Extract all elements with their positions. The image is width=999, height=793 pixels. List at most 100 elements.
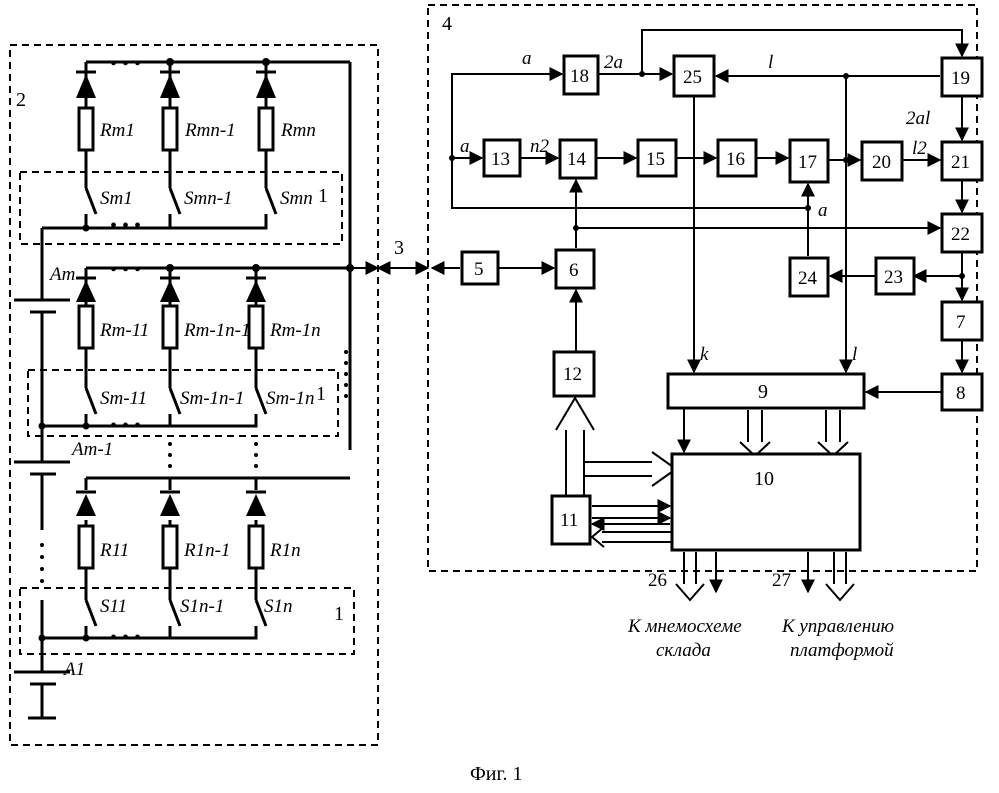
svg-text:7: 7 xyxy=(956,312,966,333)
block-25: 25 xyxy=(674,56,714,96)
resistor-label: R1n-1 xyxy=(183,540,230,561)
signal-2al: 2al xyxy=(906,108,930,129)
block-7: 7 xyxy=(942,302,982,340)
signal-2a: 2a xyxy=(604,52,623,73)
output-26-number: 26 xyxy=(648,570,667,591)
block-15: 15 xyxy=(638,140,676,176)
grid-label: 2 xyxy=(16,89,26,111)
figure-caption: Фиг. 1 xyxy=(470,763,522,785)
block-21: 21 xyxy=(942,142,982,180)
block-13: 13 xyxy=(484,140,520,176)
svg-text:19: 19 xyxy=(951,68,970,89)
signal-l-right: l xyxy=(852,344,857,365)
battery-1 xyxy=(14,672,70,718)
svg-text:9: 9 xyxy=(758,381,768,403)
svg-text:5: 5 xyxy=(474,259,484,280)
ellipsis: • • • xyxy=(110,53,141,75)
switch-group-label-m1: 1 xyxy=(316,383,326,405)
block-11: 11 xyxy=(552,496,590,544)
svg-text:13: 13 xyxy=(491,149,510,170)
resistor-label: Rmn-1 xyxy=(184,120,236,141)
diode-icon xyxy=(160,278,180,302)
resistor-label: Rm-11 xyxy=(99,320,149,341)
svg-text:10: 10 xyxy=(754,468,774,490)
resistor-icon xyxy=(163,526,177,568)
diode-icon xyxy=(76,72,96,98)
block-5: 5 xyxy=(462,252,498,284)
resistor-icon xyxy=(79,306,93,348)
svg-text:25: 25 xyxy=(683,67,702,88)
signal-k: k xyxy=(700,344,709,365)
signal-a-top: a xyxy=(522,48,532,69)
output-platform-line1: К управлению xyxy=(781,616,894,637)
diode-icon xyxy=(160,72,180,98)
node-a-m: Am xyxy=(48,264,75,285)
resistor-label: R11 xyxy=(99,540,129,561)
switch-label: Sm1 xyxy=(100,188,133,209)
svg-text:8: 8 xyxy=(956,383,966,404)
svg-text:11: 11 xyxy=(560,510,578,531)
switch-label: S1n xyxy=(264,596,293,617)
svg-text:23: 23 xyxy=(884,267,903,288)
ellipsis: • • • xyxy=(110,627,141,649)
svg-text:16: 16 xyxy=(726,149,745,170)
block-23: 23 xyxy=(876,258,914,294)
resistor-label: Rm-1n-1 xyxy=(183,320,250,341)
signal-a-left: a xyxy=(460,136,470,157)
output-mnemo-line1: К мнемосхеме xyxy=(627,616,742,637)
block-6: 6 xyxy=(556,250,594,288)
switch-group-label-m: 1 xyxy=(318,185,328,207)
resistor-label: Rmn xyxy=(280,120,316,141)
switch-label: Smn xyxy=(280,188,313,209)
ellipsis: • • • xyxy=(110,259,141,281)
resistor-icon xyxy=(163,306,177,348)
block-16: 16 xyxy=(718,140,756,176)
diode-icon xyxy=(246,278,266,302)
block-24: 24 xyxy=(790,258,828,296)
switch-label: S11 xyxy=(100,596,127,617)
switch-label: Sm-1n-1 xyxy=(180,388,244,409)
diode-icon xyxy=(246,492,266,516)
diode-icon xyxy=(256,72,276,98)
block-9: 9 xyxy=(668,374,864,408)
svg-text:14: 14 xyxy=(567,149,587,170)
block-17: 17 xyxy=(790,140,828,182)
diode-icon xyxy=(76,278,96,302)
resistor-icon xyxy=(249,306,263,348)
resistor-icon xyxy=(259,108,273,150)
block-14: 14 xyxy=(560,140,596,178)
block-18: 18 xyxy=(564,56,598,94)
output-27-number: 27 xyxy=(772,570,791,591)
output-mnemo-line2: склада xyxy=(656,640,711,661)
node-a-m1: Am-1 xyxy=(70,439,113,460)
resistor-icon xyxy=(79,108,93,150)
ellipsis: • • • xyxy=(110,415,141,437)
resistor-icon xyxy=(163,108,177,150)
block-19: 19 xyxy=(942,58,982,96)
svg-text:18: 18 xyxy=(570,66,589,87)
diode-icon xyxy=(160,492,180,516)
svg-text:24: 24 xyxy=(798,268,818,289)
svg-text:17: 17 xyxy=(798,152,817,173)
battery-m1 xyxy=(14,462,70,490)
switch-group-label-1: 1 xyxy=(334,603,344,625)
resistor-label: Rm-1n xyxy=(269,320,321,341)
svg-text:6: 6 xyxy=(569,260,579,281)
svg-text:22: 22 xyxy=(951,224,970,245)
resistor-icon xyxy=(79,526,93,568)
signal-l-top: l xyxy=(768,52,773,73)
connector-label: 3 xyxy=(394,237,404,259)
node-a-1: A1 xyxy=(62,659,85,680)
diode-icon xyxy=(76,492,96,516)
svg-text:12: 12 xyxy=(563,364,582,385)
svg-text:20: 20 xyxy=(872,152,891,173)
block-22: 22 xyxy=(942,214,982,252)
resistor-label: R1n xyxy=(269,540,301,561)
switch-label: S1n-1 xyxy=(180,596,224,617)
signal-l2: l2 xyxy=(912,138,927,159)
svg-text:15: 15 xyxy=(646,149,665,170)
block-10: 10 xyxy=(672,454,860,550)
resistor-label: Rm1 xyxy=(99,120,135,141)
signal-n2: n2 xyxy=(530,136,550,157)
